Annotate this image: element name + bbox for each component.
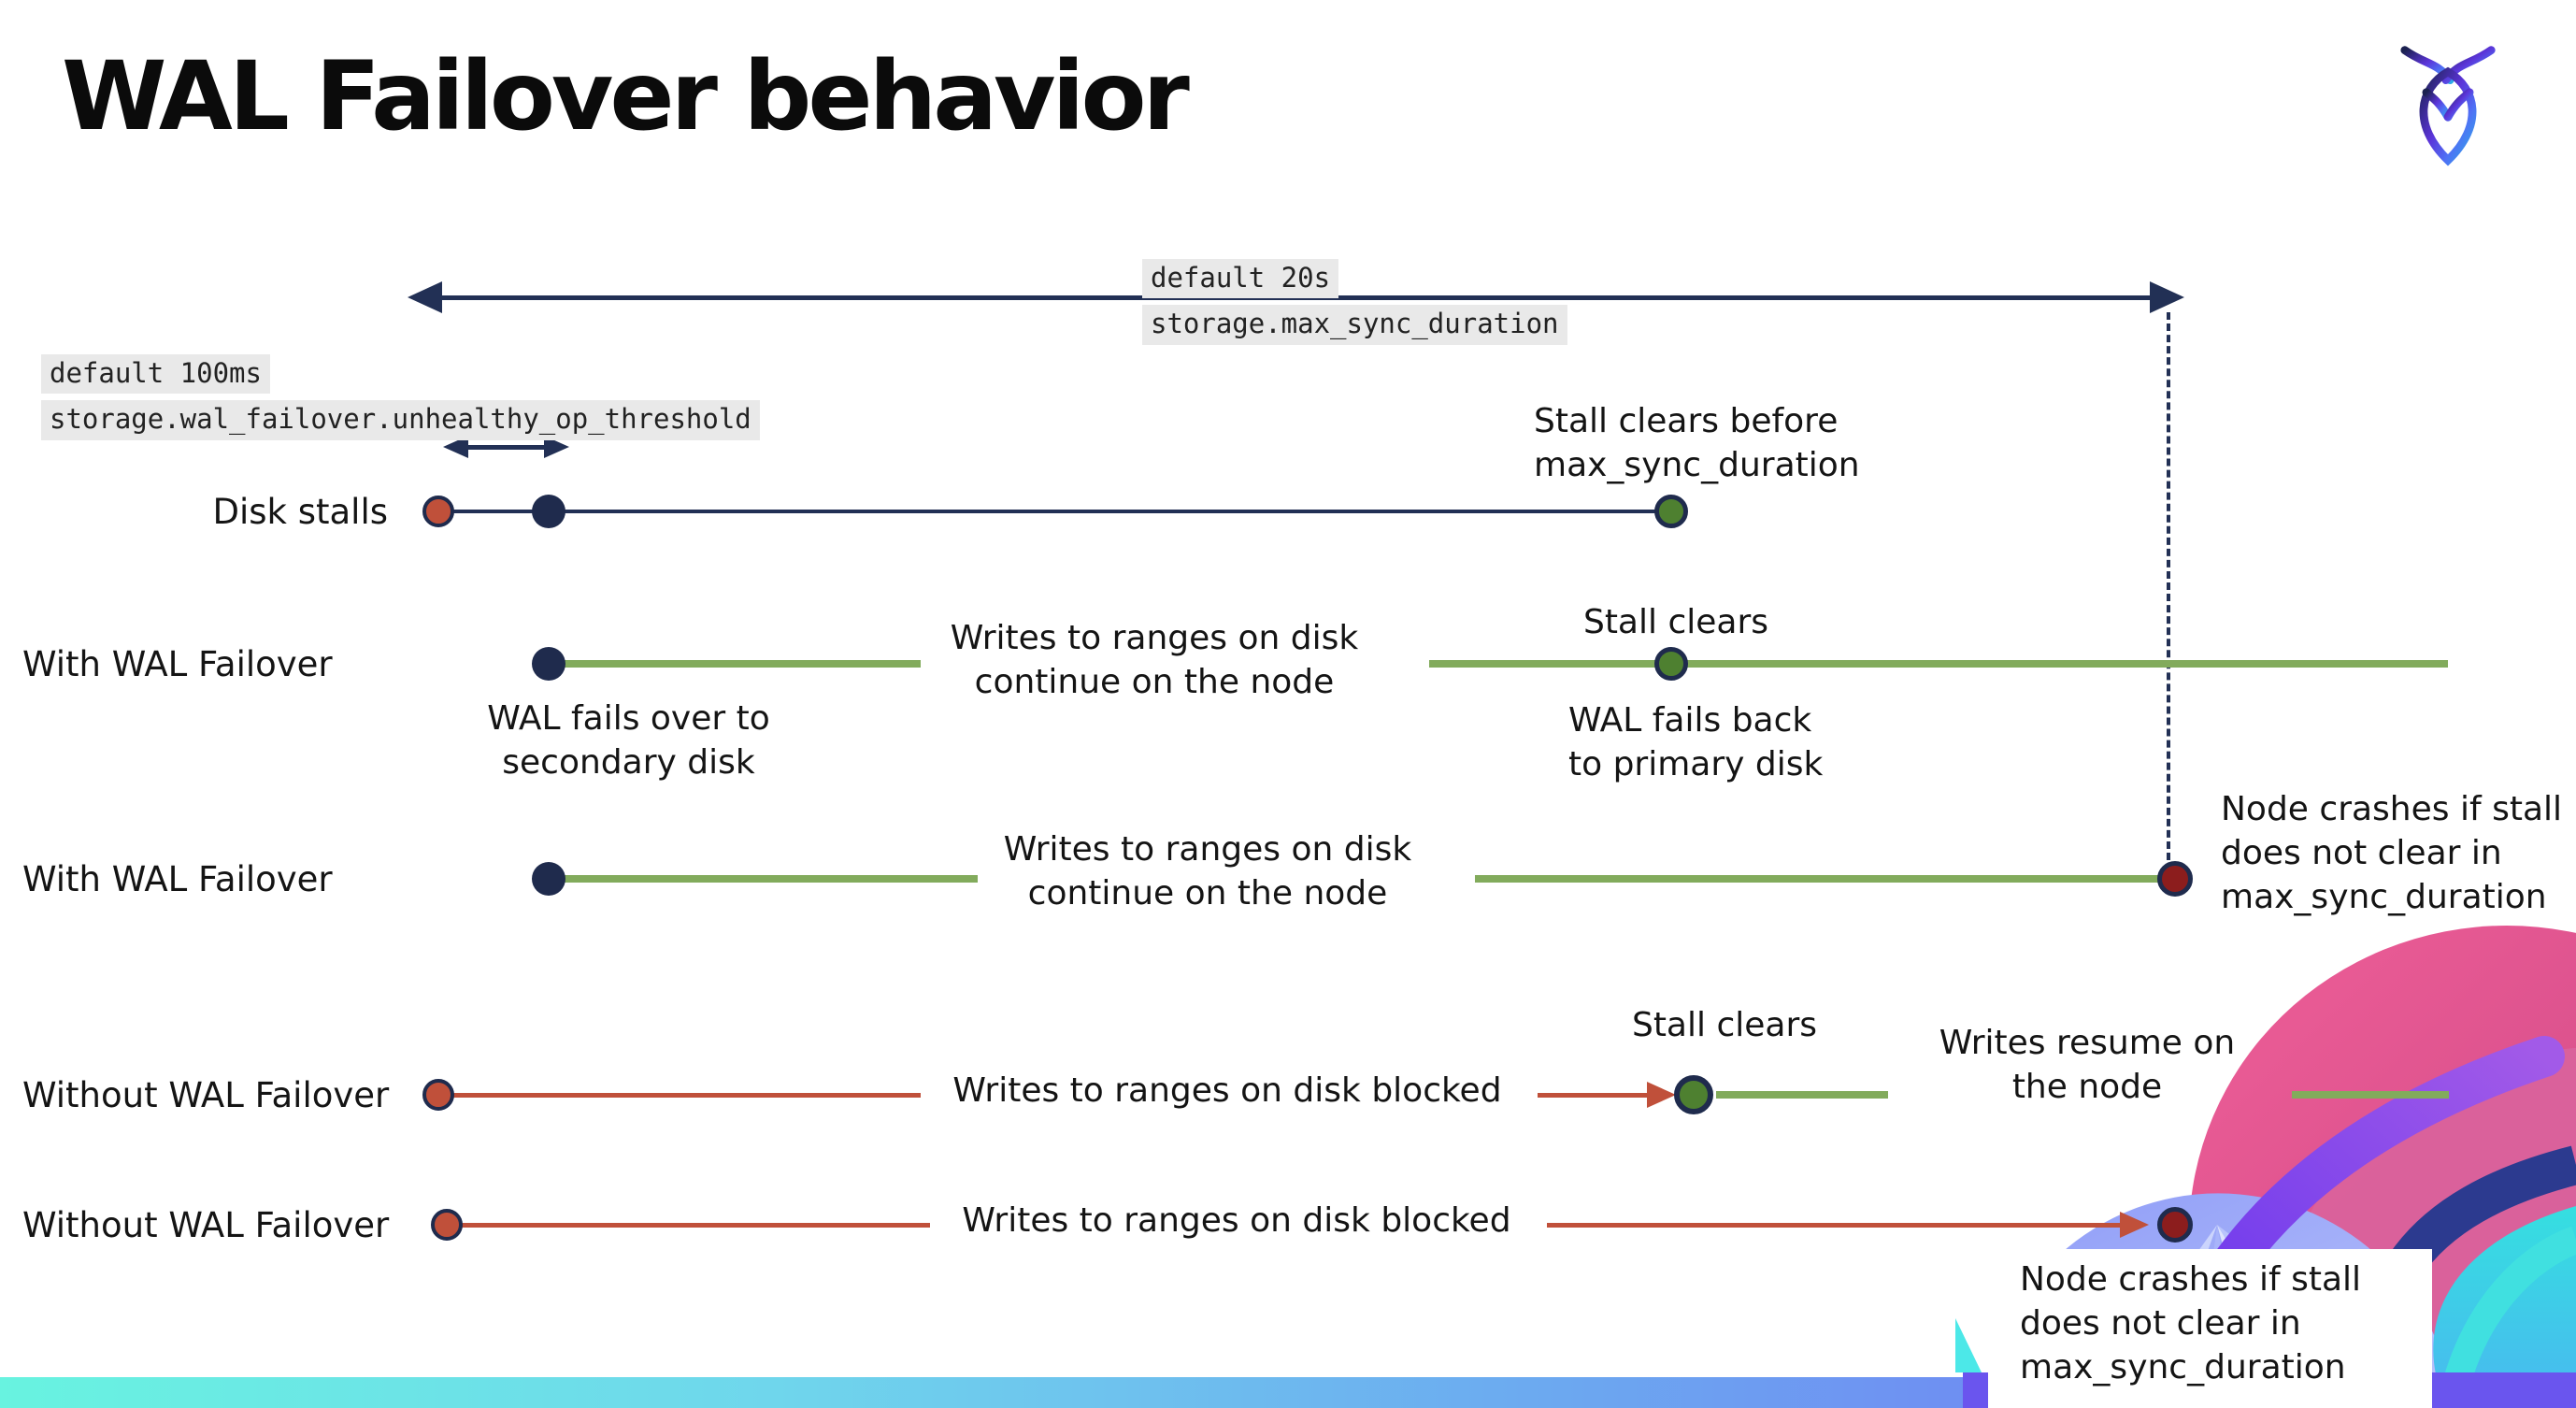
- wal-failback-note: WAL fails back to primary disk: [1568, 701, 1824, 783]
- failover-trigger-dot: [532, 647, 565, 681]
- stall-start-dot: [422, 496, 454, 527]
- threshold-span-line: [465, 445, 546, 450]
- writes-blocked-note-2: Writes to ranges on disk blocked: [962, 1201, 1511, 1240]
- stall-clears-dot-2: [1654, 647, 1688, 681]
- disk-stall-timeline: [438, 510, 1671, 513]
- arrowhead-right-icon: [2150, 281, 2184, 313]
- node-crash-dot-2: [2157, 1207, 2193, 1243]
- unhealthy-op-threshold-annotation: default 100ms storage.wal_failover.unhea…: [41, 354, 760, 440]
- node-crash-note: Node crashes if stall does not clear in …: [2221, 790, 2563, 916]
- writes-resume-line: [1716, 1091, 1888, 1099]
- writes-continue-line-2: [1429, 660, 2448, 668]
- max-sync-default-label: default 20s: [1142, 259, 1339, 299]
- cockroachdb-logo-icon: [2400, 46, 2496, 166]
- stall-clears-label: Stall clears: [1582, 603, 1769, 641]
- node-crash-note-2: Node crashes if stall does not clear in …: [2020, 1260, 2362, 1386]
- writes-resume-line-2: [2292, 1091, 2449, 1099]
- red-arrowhead-icon: [1647, 1082, 1676, 1108]
- page-title: WAL Failover behavior: [62, 41, 1190, 152]
- stall-clears-dot: [1654, 495, 1688, 528]
- max-sync-deadline-dashed-line: [2167, 312, 2170, 860]
- row-label-with-wal-failover-2: With WAL Failover: [22, 859, 333, 899]
- writes-continue-line: [562, 660, 921, 668]
- row-label-disk-stalls: Disk stalls: [212, 492, 388, 532]
- stall-clears-before-note: Stall clears before max_sync_duration: [1534, 402, 1860, 484]
- stall-start-dot-3: [431, 1209, 463, 1241]
- stall-start-dot-2: [422, 1079, 454, 1111]
- row-label-without-wal-failover-1: Without WAL Failover: [22, 1075, 390, 1115]
- node-crash-dot: [2157, 861, 2193, 897]
- red-arrowhead-icon-2: [2120, 1212, 2149, 1238]
- wal-failover-note: WAL fails over to secondary disk: [487, 699, 770, 782]
- stall-clears-label-2: Stall clears: [1631, 1006, 1818, 1044]
- writes-blocked-line-2: [1538, 1093, 1650, 1098]
- threshold-setting-name: storage.wal_failover.unhealthy_op_thresh…: [41, 400, 760, 440]
- threshold-trigger-dot: [532, 495, 565, 528]
- node-crash-callout-box: Node crashes if stall does not clear in …: [1988, 1249, 2432, 1408]
- stall-clears-dot-3: [1674, 1075, 1713, 1114]
- max-sync-setting-name: storage.max_sync_duration: [1142, 305, 1567, 345]
- writes-blocked-note: Writes to ranges on disk blocked: [952, 1071, 1502, 1110]
- max-sync-duration-annotation: default 20s storage.max_sync_duration: [1142, 259, 1567, 345]
- writes-blocked-line-4: [1547, 1223, 2122, 1228]
- arrowhead-left-icon: [408, 281, 442, 313]
- writes-continue-line-3: [562, 875, 978, 883]
- row-label-with-wal-failover-1: With WAL Failover: [22, 644, 333, 684]
- writes-continue-note: Writes to ranges on disk continue on the…: [950, 619, 1359, 701]
- threshold-default-label: default 100ms: [41, 354, 270, 395]
- writes-continue-note-2: Writes to ranges on disk continue on the…: [1003, 830, 1412, 912]
- failover-trigger-dot-2: [532, 862, 565, 896]
- row-label-without-wal-failover-2: Without WAL Failover: [22, 1205, 390, 1245]
- writes-blocked-line-3: [460, 1223, 930, 1228]
- writes-resume-note: Writes resume on the node: [1939, 1024, 2236, 1106]
- writes-blocked-line: [449, 1093, 921, 1098]
- writes-continue-line-4: [1475, 875, 2161, 883]
